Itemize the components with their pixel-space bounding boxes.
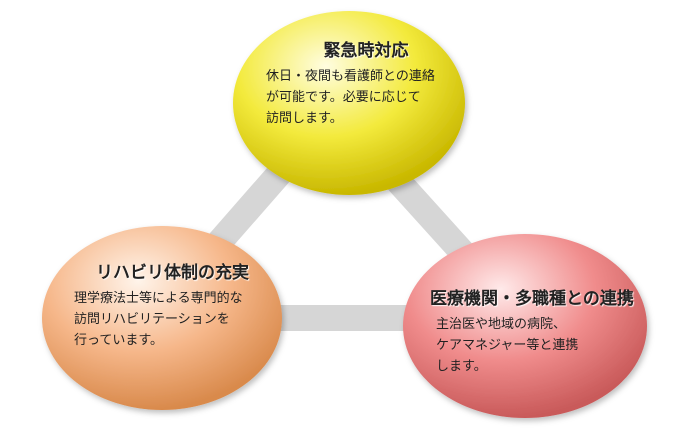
node-line: 訪問します。 <box>266 111 343 126</box>
node-line: が可能です。必要に応じて <box>266 90 421 105</box>
node-title-collaboration: 医療機関・多職種との連携 <box>430 289 634 309</box>
circle-top <box>233 11 465 195</box>
circle-left <box>42 226 282 410</box>
node-line: します。 <box>436 359 487 374</box>
node-body-rehabilitation: 理学療法士等による専門的な 訪問リハビリテーションを 行っています。 <box>74 288 264 351</box>
node-line: 主治医や地域の病院、 <box>436 317 567 332</box>
node-line: 行っています。 <box>74 333 164 348</box>
node-line: 訪問リハビリテーションを <box>74 312 230 327</box>
node-line: 休日・夜間も看護師との連絡 <box>266 69 435 84</box>
node-collaboration: 医療機関・多職種との連携 主治医や地域の病院、 ケアマネジャー等と連携 します。 <box>430 288 640 377</box>
node-line: 理学療法士等による専門的な <box>74 291 243 306</box>
node-body-collaboration: 主治医や地域の病院、 ケアマネジャー等と連携 します。 <box>430 314 640 377</box>
node-title-emergency: 緊急時対応 <box>323 41 409 61</box>
node-title-rehabilitation: リハビリ体制の充実 <box>96 263 249 283</box>
node-rehabilitation: リハビリ体制の充実 理学療法士等による専門的な 訪問リハビリテーションを 行って… <box>74 262 264 351</box>
circle-right <box>403 234 647 418</box>
node-body-emergency: 休日・夜間も看護師との連絡 が可能です。必要に応じて 訪問します。 <box>266 66 466 129</box>
node-line: ケアマネジャー等と連携 <box>436 338 579 353</box>
node-emergency: 緊急時対応 休日・夜間も看護師との連絡 が可能です。必要に応じて 訪問します。 <box>266 40 466 129</box>
